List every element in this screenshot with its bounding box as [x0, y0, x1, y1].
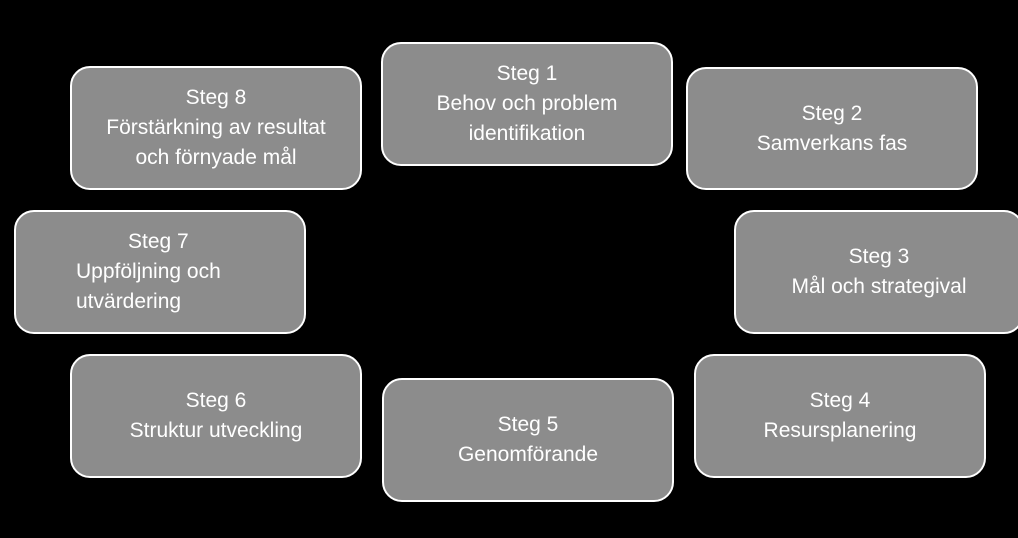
step-3-title: Steg 3 — [848, 245, 910, 268]
step-6-line-1: Struktur utveckling — [129, 419, 303, 442]
step-6-box: Steg 6 Struktur utveckling — [70, 354, 362, 478]
step-8-box: Steg 8 Förstärkning av resultat och förn… — [70, 66, 362, 190]
step-7-title: Steg 7 — [128, 230, 189, 253]
step-3-box: Steg 3 Mål och strategival — [734, 210, 1018, 334]
step-4-line-1: Resursplanering — [763, 419, 917, 442]
step-5-box: Steg 5 Genomförande — [382, 378, 674, 502]
step-2-line-1: Samverkans fas — [756, 131, 908, 155]
step-2-title: Steg 2 — [801, 101, 863, 125]
step-4-title: Steg 4 — [809, 389, 871, 412]
step-1-line-2: identifikation — [468, 122, 586, 145]
step-1-title: Steg 1 — [496, 62, 558, 85]
step-8-title: Steg 8 — [185, 86, 247, 109]
step-1-line-1: Behov och problem — [436, 92, 618, 115]
step-4-box: Steg 4 Resursplanering — [694, 354, 986, 478]
step-5-line-1: Genomförande — [457, 443, 599, 466]
step-8-line-1: Förstärkning av resultat — [106, 116, 326, 139]
step-1-box: Steg 1 Behov och problem identifikation — [381, 42, 673, 166]
step-5-title: Steg 5 — [497, 413, 559, 436]
step-7-box: Steg 7 Uppföljning och utvärdering — [14, 210, 306, 334]
step-8-line-2: och förnyade mål — [135, 146, 297, 169]
step-3-line-1: Mål och strategival — [791, 275, 967, 298]
step-7-line-2: utvärdering — [76, 290, 182, 313]
step-6-title: Steg 6 — [185, 389, 247, 412]
step-7-line-1: Uppföljning och — [76, 260, 221, 283]
step-2-box: Steg 2 Samverkans fas — [686, 67, 978, 190]
